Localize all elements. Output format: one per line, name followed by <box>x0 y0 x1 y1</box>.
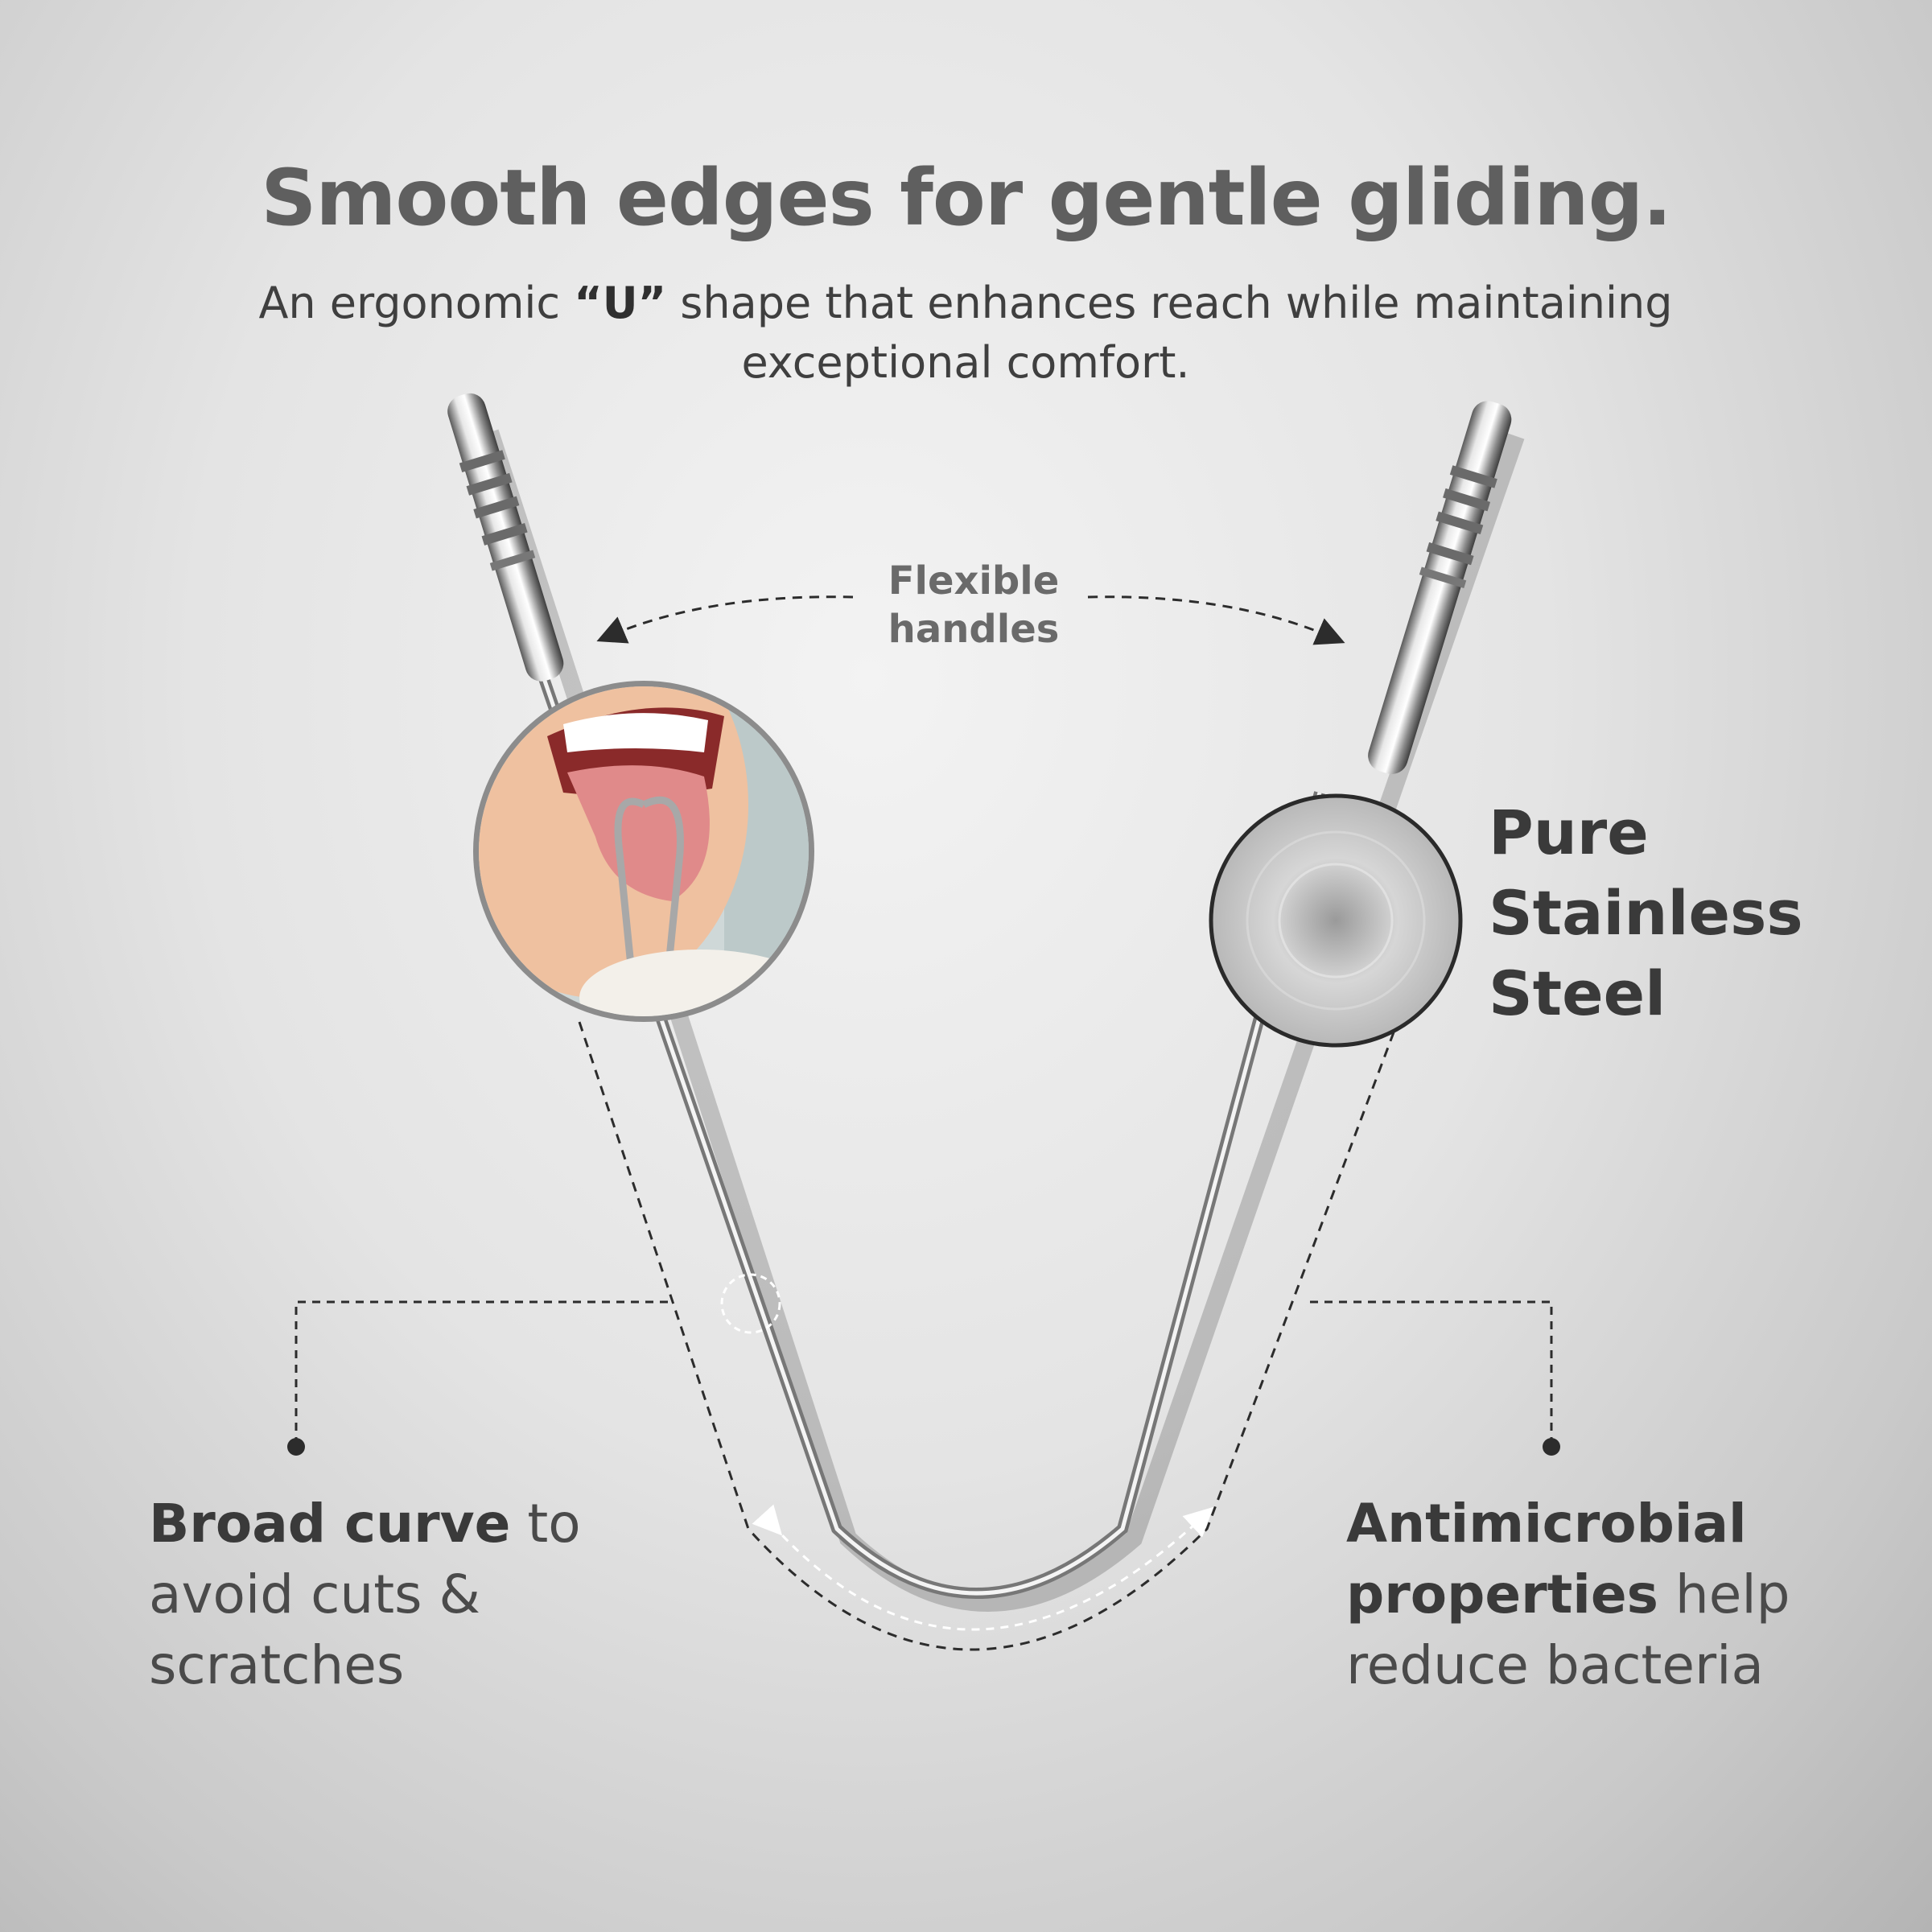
right-handle <box>1368 401 1512 775</box>
flexible-handles-label: Flexible handles <box>888 558 1060 652</box>
curve-arrow-white <box>752 1504 1214 1631</box>
broad-curve-rest: to avoid cuts & scratches <box>149 1493 581 1696</box>
flex-arrow-right <box>1087 595 1345 645</box>
curve-leader-dot <box>287 1438 305 1456</box>
subtitle-pre: An ergonomic <box>258 278 575 328</box>
broad-curve-bold: Broad curve <box>149 1493 511 1555</box>
wire-focus-circle <box>720 1273 781 1334</box>
left-handle <box>447 393 564 682</box>
subtitle-bold: “U” <box>574 278 667 328</box>
curve-guide-outer <box>578 1021 1398 1651</box>
antimicrobial-rest: help reduce bacteria <box>1346 1563 1790 1696</box>
stainless-steel-label: Pure Stainless Steel <box>1489 797 1803 1029</box>
antimicrobial-leader-dot <box>1543 1438 1560 1456</box>
page-title: Smooth edges for gentle gliding. <box>261 153 1672 243</box>
antimicrobial-label: Antimicrobial properties help reduce bac… <box>1346 1489 1909 1701</box>
broad-curve-label: Broad curve to avoid cuts & scratches <box>149 1489 664 1701</box>
antimicrobial-leader <box>1310 1300 1553 1447</box>
curve-leader <box>295 1300 668 1447</box>
u-wire-highlight <box>535 659 1322 1596</box>
flex-arrow-left <box>596 595 854 644</box>
steel-disc-icon <box>1209 793 1463 1048</box>
subtitle-post: shape that enhances reach while maintain… <box>666 278 1673 388</box>
subtitle: An ergonomic “U” shape that enhances rea… <box>241 274 1690 393</box>
tongue-cleaner-photo <box>473 681 814 1022</box>
antimicrobial-bold: Antimicrobial properties <box>1346 1493 1747 1625</box>
